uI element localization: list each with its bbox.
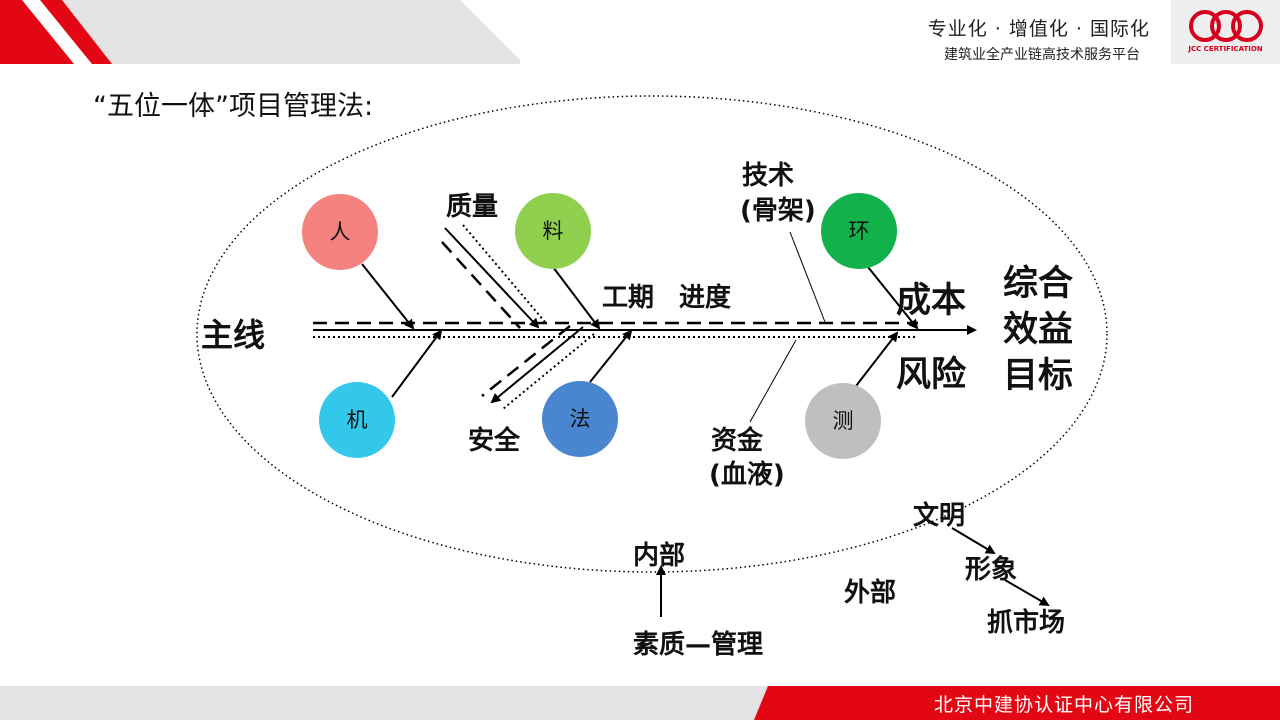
circle-ce <box>805 383 881 459</box>
fund-sublabel: (血液) <box>709 460 785 490</box>
arrow-ji <box>391 329 443 398</box>
fund-label: 资金 <box>711 426 764 456</box>
arrow-fa <box>589 329 633 383</box>
circle-fa <box>542 381 618 457</box>
page-title: “五位一体”项目管理法: <box>93 91 374 122</box>
schedule-label: 工期 <box>602 283 655 313</box>
circle-liao-label: 料 <box>542 219 564 243</box>
tech-sublabel: (骨架) <box>740 196 816 226</box>
safety-branch-solid <box>490 326 584 404</box>
header-slogan: 专业化 · 增值化 · 国际化 <box>927 18 1150 40</box>
tech-leader-line <box>789 231 826 323</box>
circle-huan <box>821 193 897 269</box>
civilized-label: 文明 <box>913 501 966 531</box>
main-line-label: 主线 <box>201 316 266 354</box>
quality-branch-dashed <box>441 241 521 329</box>
image-label: 形象 <box>965 555 1018 585</box>
logo-rings-icon <box>1189 10 1263 42</box>
safety-branch-dashed <box>481 325 571 397</box>
circle-fa-label: 法 <box>569 407 591 431</box>
logo-text: JCC CERTIFICATION <box>1188 45 1263 53</box>
boundary-ellipse <box>196 95 1108 573</box>
quality-label: 质量 <box>446 192 499 222</box>
external-label: 外部 <box>844 578 897 608</box>
market-label: 抓市场 <box>987 608 1066 638</box>
fund-leader-line <box>749 339 797 423</box>
circle-ji-label: 机 <box>346 408 368 432</box>
footer-company-name: 北京中建协认证中心有限公司 <box>933 694 1194 716</box>
footer-banner <box>0 686 1280 720</box>
circle-ce-label: 测 <box>832 409 854 433</box>
safety-label: 安全 <box>468 426 521 456</box>
risk-label: 风险 <box>896 355 967 395</box>
arrow-ce <box>855 331 899 387</box>
circle-ji <box>319 382 395 458</box>
circle-huan-label: 环 <box>848 219 870 243</box>
cost-label: 成本 <box>896 281 967 321</box>
circle-ren-label: 人 <box>329 220 351 244</box>
tech-label: 技术 <box>742 161 795 191</box>
progress-label: 进度 <box>679 283 732 313</box>
arrow-civilized-image <box>951 527 996 555</box>
internal-label: 内部 <box>633 541 686 571</box>
header-banner <box>0 0 524 64</box>
goal-label-2: 效益 <box>1003 310 1074 350</box>
arrow-liao <box>552 266 601 330</box>
company-logo <box>1171 0 1280 64</box>
arrow-image-market <box>1004 579 1050 607</box>
quality-branch-solid <box>444 227 540 329</box>
arrow-ren <box>361 263 415 330</box>
header-subslogan: 建筑业全产业链高技术服务平台 <box>944 47 1140 63</box>
quality-branch-dotted <box>462 224 546 323</box>
circle-liao <box>515 193 591 269</box>
goal-label-3: 目标 <box>1003 356 1074 396</box>
quality-mgmt-label: 素质—管理 <box>633 630 764 660</box>
goal-label-1: 综合 <box>1003 264 1074 304</box>
arrow-huan <box>867 266 919 330</box>
circle-ren <box>302 194 378 270</box>
